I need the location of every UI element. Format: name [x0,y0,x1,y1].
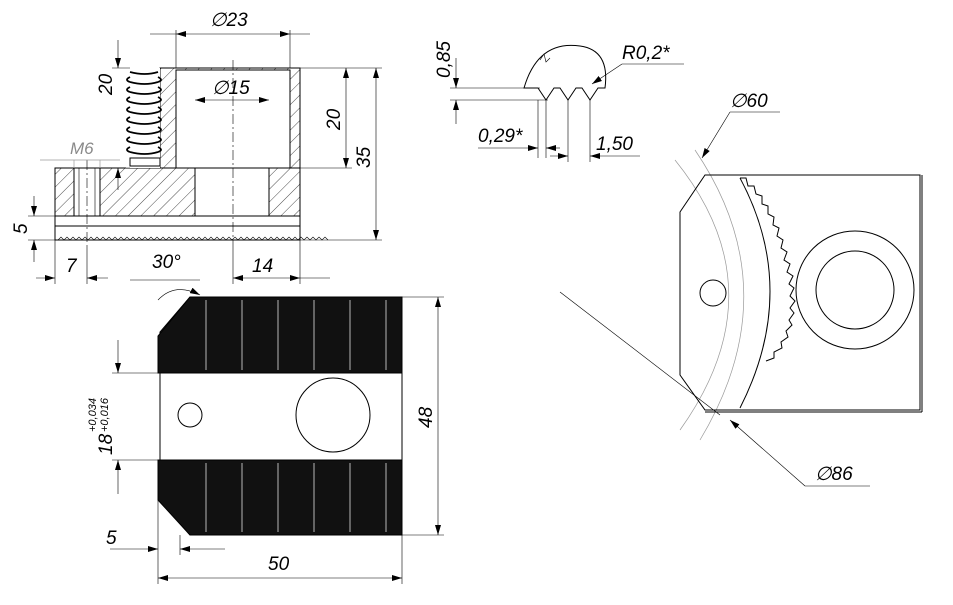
dim-chamfer-5: 5 [106,528,117,549]
serration-band-upper [157,296,403,374]
dim-width-14: 14 [252,256,273,277]
dim-slot-18: 18 [96,433,117,455]
base-plate [54,215,301,241]
jaw-small-hole [699,279,727,307]
serration-lines [205,300,387,532]
dim-diameter-15: ∅15 [212,78,250,99]
jaw-outline [679,174,921,411]
small-hole [177,402,203,428]
dim-height-48: 48 [416,406,437,428]
large-hole [295,377,371,453]
dim-depth-085: 0,85 [434,41,455,78]
serration-band-lower [157,459,403,536]
spring [126,68,162,168]
top-view: 30° 18 +0,034 +0,016 48 5 50 [87,252,444,584]
tooth-profile [523,44,607,101]
dim-radius-r02: R0,2* [622,43,670,64]
dim-gap-029: 0,29* [478,126,523,147]
dim-base-5: 5 [11,223,32,234]
dim-diameter-60: ∅60 [730,91,768,112]
dim-diameter-86: ∅86 [815,464,853,485]
dim-length-50: 50 [268,554,290,575]
dim-pitch-150: 1,50 [596,134,633,155]
jaw-teeth [740,177,796,362]
dim-height-20-left: 20 [96,73,117,96]
dim-angle-30: 30° [152,252,181,273]
jaw-large-hole-inner [815,250,895,330]
bore-lower [194,167,270,217]
section-view: ∅23 ∅15 20 20 35 M6 5 7 [11,10,382,284]
dim-thread-m6: M6 [70,139,94,158]
dim-slot-tol-lower: +0,016 [99,397,111,432]
tooth-detail: 0,85 R0,2* 0,29* 1,50 [434,41,684,162]
dim-height-35: 35 [354,146,375,168]
body-right-hatch [268,167,301,217]
dim-diameter-23: ∅23 [210,10,248,31]
dim-offset-7: 7 [66,256,78,277]
base-serration [57,236,329,241]
dim-height-20-right: 20 [324,108,345,131]
jaw-view: ∅60 ∅86 [559,91,923,487]
dim-slot-tol-upper: +0,034 [87,398,99,432]
